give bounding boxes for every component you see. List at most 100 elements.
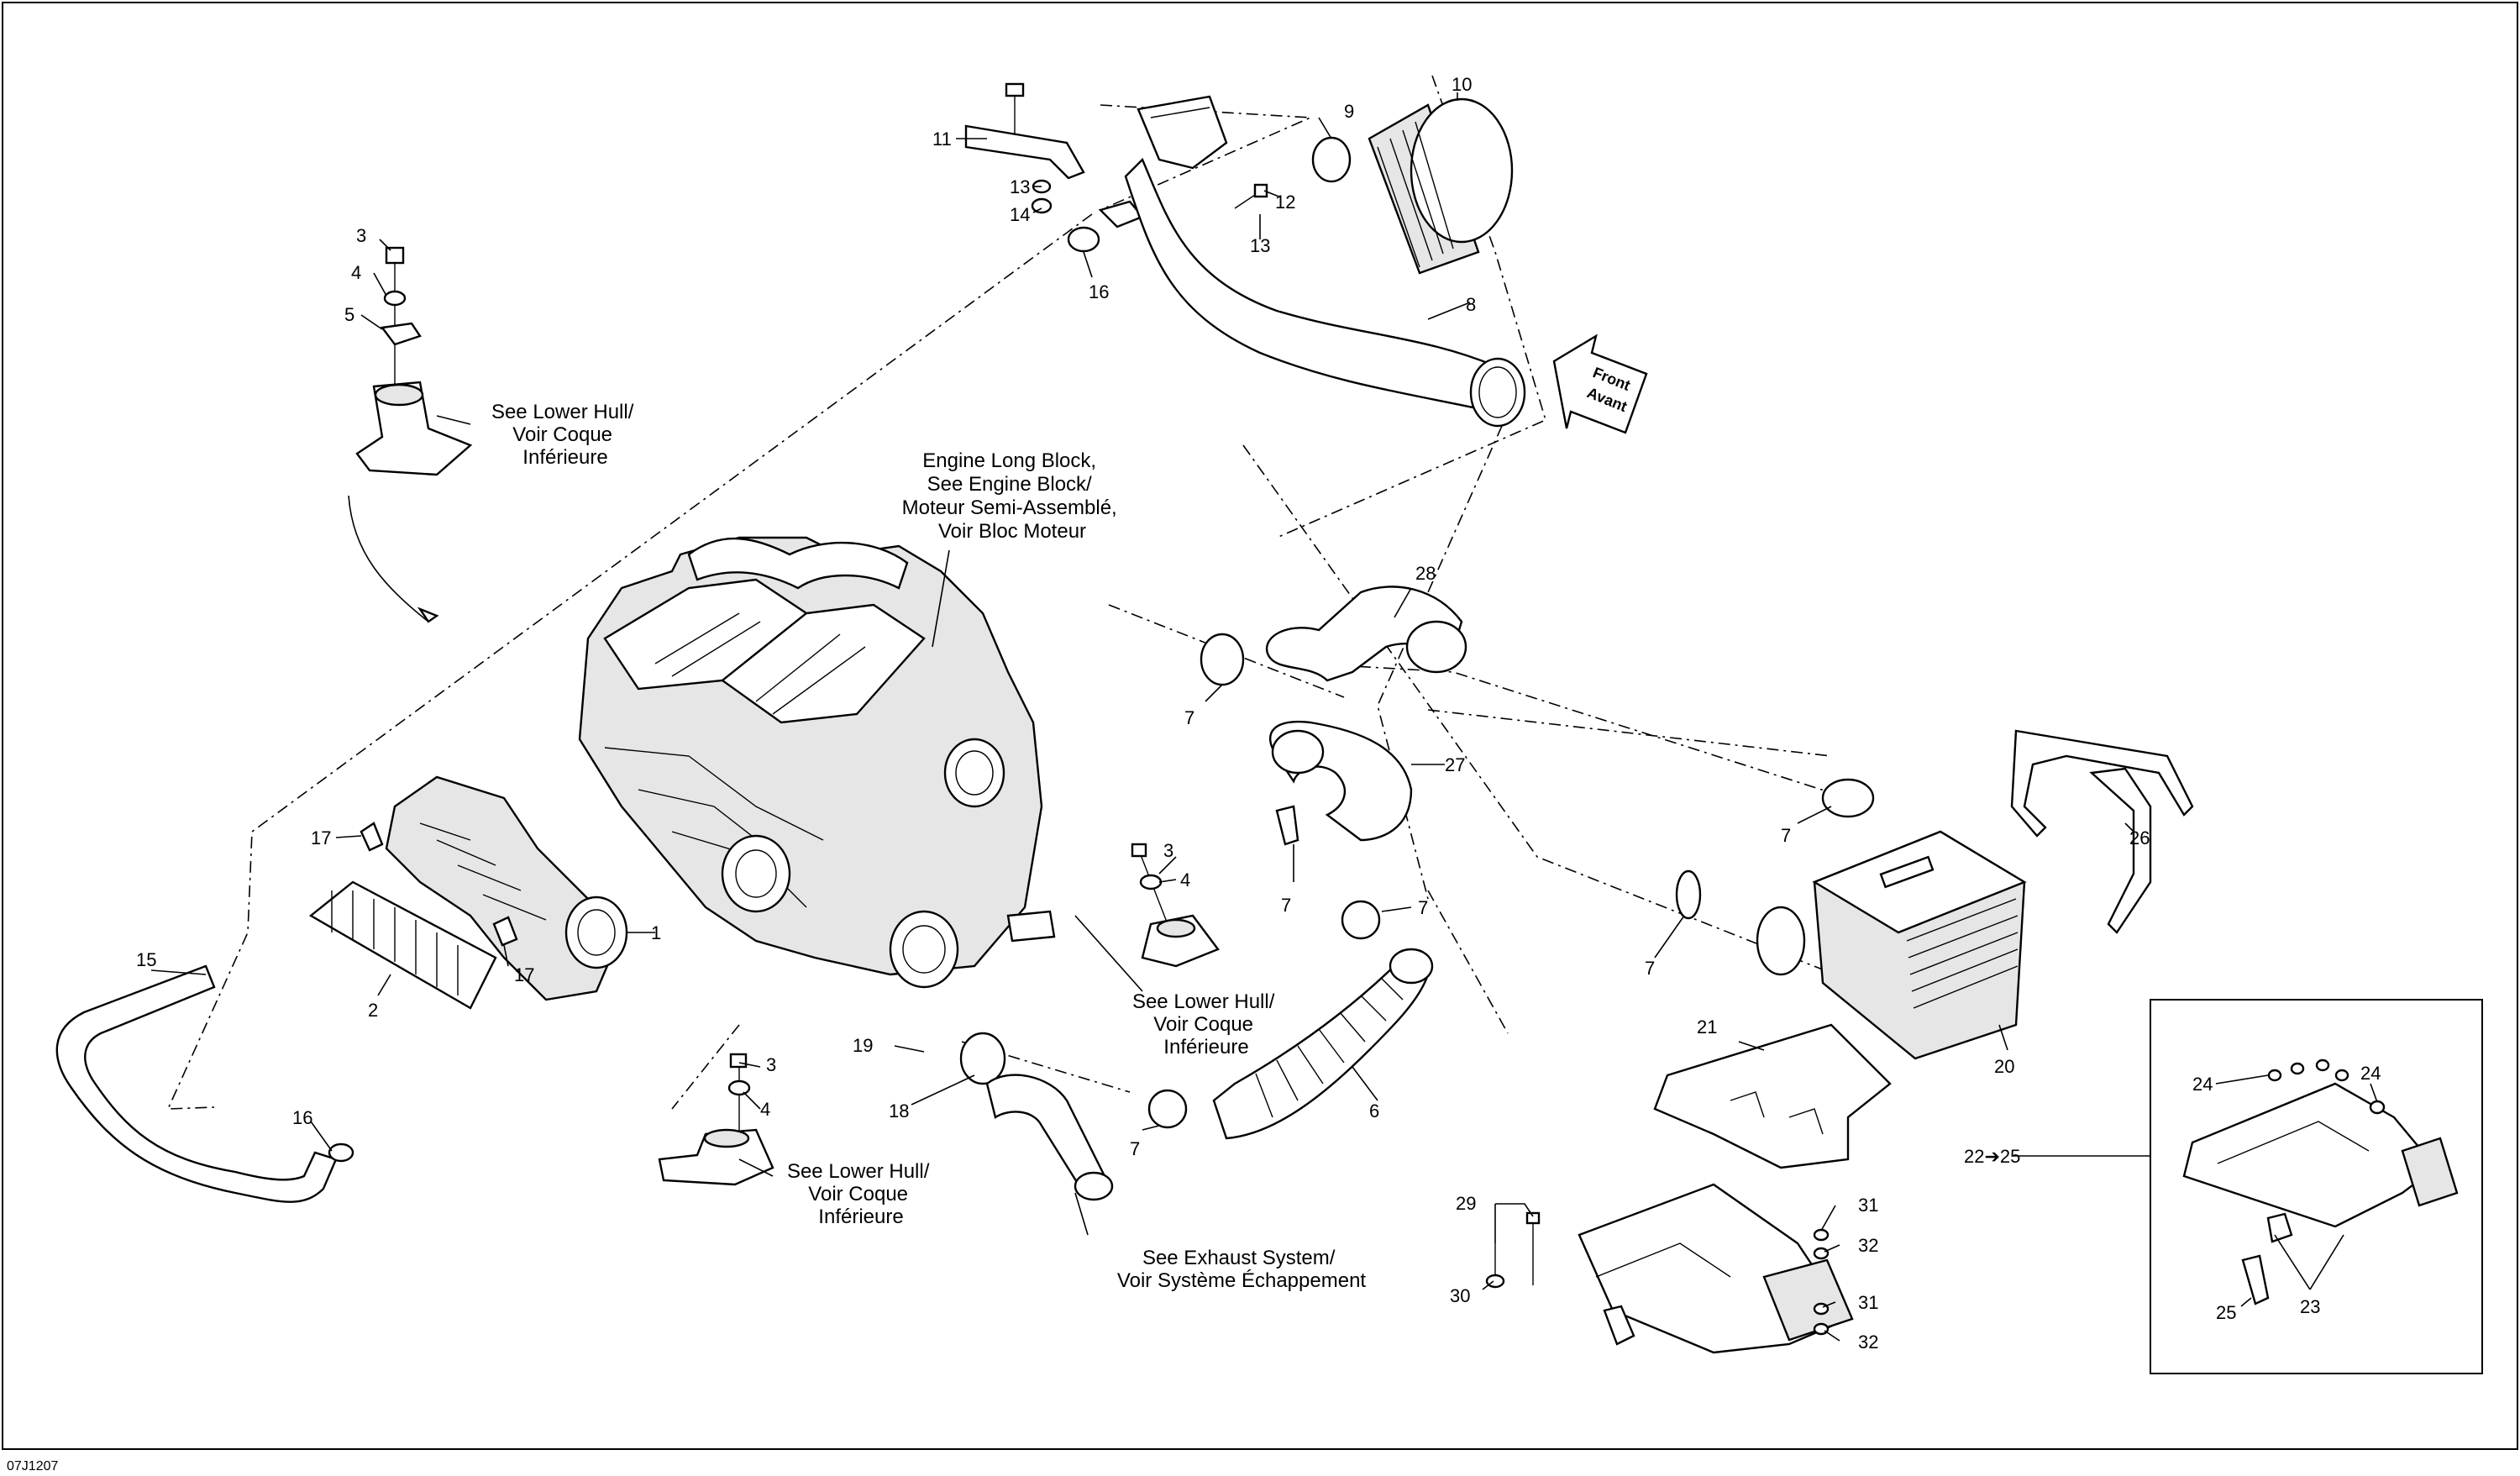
callout-16a: 16 — [1089, 281, 1109, 302]
callout-2: 2 — [368, 1000, 378, 1021]
engine-block — [578, 536, 1056, 989]
engine-mount-bottom — [658, 1053, 774, 1186]
callout-26: 26 — [2129, 827, 2150, 848]
callout-31b: 31 — [1858, 1292, 1878, 1313]
bolt-icon — [1005, 82, 1025, 97]
callout-19: 19 — [853, 1035, 873, 1056]
callout-22-25: 22➔25 — [1964, 1146, 2020, 1167]
tube-7 — [1275, 805, 1299, 846]
inset-detail-box — [2150, 999, 2483, 1374]
clip-23 — [2266, 1212, 2293, 1243]
valve-cover-right — [721, 603, 926, 724]
clip-25 — [2241, 1254, 2270, 1305]
callout-4b: 4 — [1180, 869, 1190, 890]
washer-4-icon — [383, 290, 407, 307]
plate-5 — [380, 322, 422, 346]
callout-8: 8 — [1466, 294, 1476, 315]
callout-11: 11 — [932, 129, 952, 150]
callout-18: 18 — [889, 1100, 909, 1121]
bolt-icon — [729, 1053, 748, 1069]
air-intake-assembly — [964, 82, 1526, 428]
callout-15: 15 — [136, 949, 156, 970]
nut-31-icon — [1813, 1228, 1830, 1242]
callout-7f: 7 — [1130, 1138, 1140, 1159]
hose-15 — [55, 964, 338, 1203]
bolt-icon — [1131, 843, 1147, 858]
callout-20: 20 — [1994, 1056, 2014, 1077]
callout-32b: 32 — [1858, 1332, 1878, 1353]
hose-clamp-16b — [328, 1142, 354, 1163]
washer-32-icon — [1813, 1247, 1830, 1260]
nut-24-icon — [2315, 1058, 2330, 1072]
callout-23: 23 — [2300, 1296, 2320, 1317]
callout-1: 1 — [651, 922, 661, 943]
callout-3a: 3 — [356, 225, 366, 246]
callout-7b: 7 — [1281, 895, 1291, 916]
callout-3b: 3 — [1163, 840, 1173, 861]
bellows-6 — [1212, 956, 1430, 1140]
intake-tubes — [687, 537, 909, 590]
engine-mount-top-left — [348, 246, 473, 623]
callout-31a: 31 — [1858, 1195, 1878, 1216]
washer-30-icon — [1485, 1274, 1505, 1289]
callout-7a: 7 — [1184, 707, 1194, 728]
callout-12: 12 — [1275, 192, 1295, 213]
callout-9: 9 — [1344, 101, 1354, 122]
washer-icon — [1139, 874, 1163, 890]
note-lower-hull-bottom: See Lower Hull/ Voir Coque Inférieure — [787, 1160, 935, 1228]
callout-17b: 17 — [514, 964, 534, 985]
intake-manifold-1 — [360, 775, 628, 1001]
callout-25: 25 — [2216, 1302, 2236, 1323]
note-engine-long-block: Engine Long Block, See Engine Block/ Mot… — [902, 449, 1123, 543]
intercooler-20 — [1756, 830, 2027, 1060]
clamp-7e — [1675, 869, 1702, 920]
callout-17a: 17 — [311, 827, 331, 848]
shaft-end — [1006, 910, 1056, 943]
callout-3c: 3 — [766, 1054, 776, 1075]
hose-28-opening — [1405, 620, 1467, 674]
clamp-18 — [959, 1032, 1006, 1085]
leader-lines — [150, 92, 2378, 1342]
callout-10: 10 — [1452, 74, 1472, 95]
reference-notes: Engine Long Block, See Engine Block/ Mot… — [491, 401, 1366, 1292]
clamp-9 — [1311, 136, 1352, 183]
bolt-29-icon — [1525, 1211, 1541, 1225]
callout-30: 30 — [1450, 1285, 1470, 1306]
washer-icon — [727, 1079, 751, 1096]
intake-elbow — [1137, 95, 1228, 170]
callout-4a: 4 — [351, 262, 361, 283]
pulley-icon — [721, 834, 791, 913]
throttle-body-opening — [564, 896, 628, 969]
engine-outlet — [943, 738, 1005, 808]
callout-7c: 7 — [1418, 897, 1428, 918]
note-lower-hull-center: See Lower Hull/ Voir Coque Inférieure — [1132, 990, 1280, 1058]
callout-7e: 7 — [1645, 958, 1655, 979]
bellows-end — [1389, 948, 1434, 985]
note-lower-hull-top-left: See Lower Hull/ Voir Coque Inférieure — [491, 401, 639, 469]
exhaust-port — [889, 910, 959, 989]
callout-32a: 32 — [1858, 1235, 1878, 1256]
clamp-7d — [1821, 778, 1875, 818]
callout-28: 28 — [1415, 563, 1436, 584]
clamp-7a — [1200, 633, 1245, 686]
hose-clamp-16 — [1067, 226, 1100, 253]
callout-21: 21 — [1697, 1016, 1717, 1037]
hose-27-opening — [1271, 729, 1325, 775]
callout-27: 27 — [1445, 754, 1465, 775]
callout-24a: 24 — [2192, 1074, 2213, 1095]
callout-14: 14 — [1010, 204, 1030, 225]
clamp-7 — [1341, 900, 1381, 940]
nut-24-icon — [2267, 1069, 2282, 1082]
plate-21 — [1653, 1023, 1892, 1169]
nut-24-icon — [2334, 1069, 2349, 1082]
plate-assembly-22-25 — [1485, 1183, 1854, 1354]
bracket-26 — [2010, 729, 2194, 934]
plug-17 — [360, 822, 384, 852]
callout-labels: 11 9 10 13 14 12 13 16 8 3 4 5 28 27 7 7… — [136, 74, 2381, 1353]
callout-16b: 16 — [292, 1107, 312, 1128]
air-filter-10 — [1368, 97, 1514, 275]
note-exhaust-system: See Exhaust System/ Voir Système Échappe… — [1117, 1247, 1366, 1292]
nut-24-icon — [2290, 1062, 2305, 1075]
callout-13b: 13 — [1250, 235, 1270, 256]
